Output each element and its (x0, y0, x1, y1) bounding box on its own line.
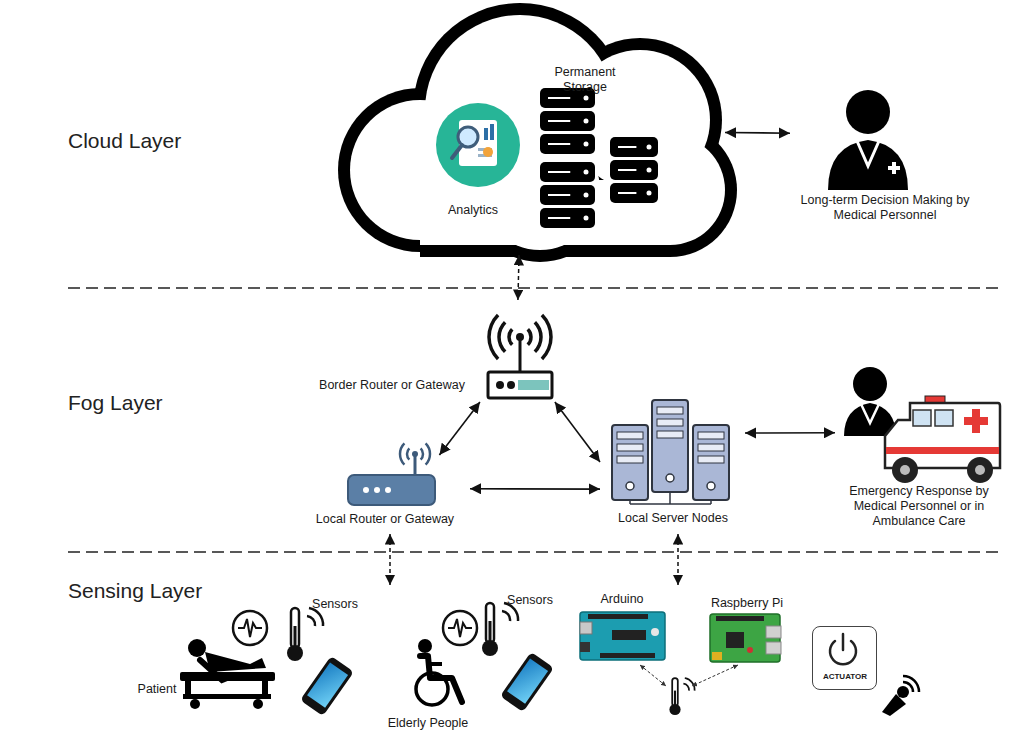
uplink-arrow (677, 534, 679, 585)
link-arrow (692, 665, 738, 686)
actuator-box: ACTUATOR (812, 626, 877, 690)
link-arrow (725, 132, 790, 134)
analytics-icon (436, 103, 520, 187)
cloud-shape (338, 3, 737, 262)
node-caption: Border Router or Gateway (306, 378, 478, 393)
patient-icon (180, 639, 275, 709)
elderly-icon (416, 639, 462, 705)
node-caption: ACTUATOR (815, 672, 875, 682)
link-arrow (745, 432, 835, 434)
user-label: Elderly People (388, 716, 469, 731)
layer-title: Cloud Layer (68, 128, 181, 153)
server-icon (612, 400, 729, 504)
link-arrow (470, 488, 600, 490)
link-arrow (439, 402, 480, 455)
arduino-node: Arduino (575, 592, 672, 662)
raspberry-pi-node: Raspberry Pi (705, 595, 792, 662)
doctor-icon (828, 90, 908, 190)
border-router-node: Border Router or Gateway (305, 300, 560, 402)
cloud-node: Permanent StorageAnalytics (340, 10, 725, 255)
power-symbol (830, 634, 856, 664)
layer-title: Sensing Layer (68, 578, 202, 603)
node-caption: Local Router or Gateway (302, 512, 468, 527)
dashed-link-arrow (518, 255, 519, 300)
doctor-node: Long-term Decision Making by Medical Per… (790, 90, 985, 225)
node-caption: Permanent Storage (538, 65, 633, 95)
node-caption: Emergency Response by Medical Personnel … (836, 484, 1002, 529)
link-arrow (640, 665, 666, 686)
user-label: Patient (138, 682, 177, 697)
node-caption: Raspberry Pi (705, 596, 790, 611)
border-router-icon (487, 314, 553, 398)
local-router-icon (348, 443, 435, 505)
layer-separator (68, 551, 1000, 553)
node-caption: Local Server Nodes (603, 511, 743, 526)
layer-separator (68, 287, 1000, 289)
ecg-icon (233, 611, 477, 645)
emergency-node: Emergency Response by Medical Personnel … (835, 370, 1005, 531)
sensor-label: Sensors (507, 593, 553, 608)
storage-icon (540, 88, 658, 228)
raspberry-pi-board (710, 614, 781, 662)
ambulance-icon (844, 367, 1000, 483)
link-arrow (555, 402, 600, 462)
node-caption: Arduino (575, 592, 670, 607)
arduino-board (580, 612, 665, 660)
thermometer-icon (287, 603, 695, 715)
phone-icon (300, 652, 554, 716)
uplink-arrow (389, 534, 391, 585)
layer-title: Fog Layer (68, 390, 163, 415)
haptic-icon (882, 676, 919, 716)
sensor-label: Sensors (312, 597, 358, 612)
node-caption: Analytics (428, 203, 518, 218)
node-caption: Long-term Decision Making by Medical Per… (798, 193, 973, 223)
server-node: Local Server Nodes (600, 398, 745, 530)
local-router-node: Local Router or Gateway (300, 455, 470, 530)
